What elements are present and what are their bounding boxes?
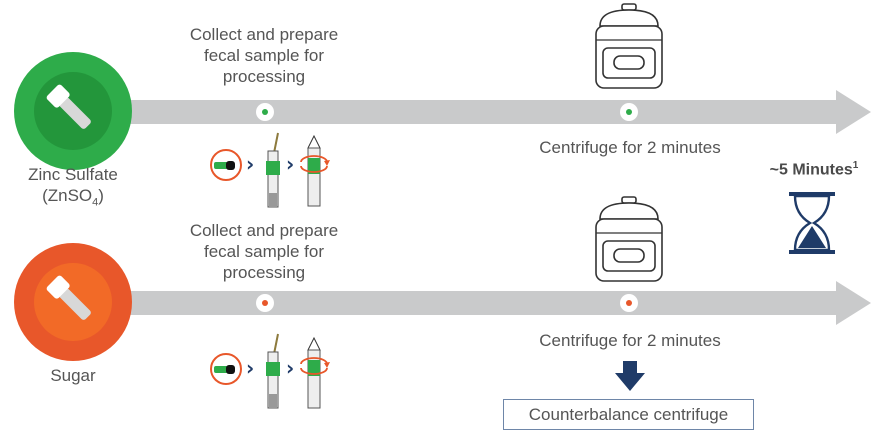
fecal-tube-icon [46, 275, 91, 320]
counterbalance-note-box: Counterbalance centrifuge [503, 399, 754, 430]
zinc-method-label: Zinc Sulfate (ZnSO4) [0, 164, 146, 213]
chevron-right-icon: › [286, 152, 295, 176]
chevron-right-icon: › [246, 356, 255, 380]
sugar-method-circle [14, 243, 132, 361]
duration-label: ~5 Minutes1 [769, 160, 859, 179]
arrow-down-icon [615, 361, 645, 391]
sugar-step1-label: Collect and prepare fecal sample for pro… [189, 221, 339, 282]
filter-tube-icon [266, 132, 280, 208]
zinc-method-name: Zinc Sulfate [28, 165, 118, 184]
sugar-method-name: Sugar [50, 366, 96, 385]
sugar-step2-label: Centrifuge for 2 minutes [539, 331, 721, 350]
mixing-tube-icon [300, 336, 330, 409]
zinc-step2-marker [620, 103, 638, 121]
centrifuge-icon [595, 196, 663, 282]
zinc-step2-label: Centrifuge for 2 minutes [539, 138, 721, 157]
filter-tube-icon [266, 333, 280, 409]
zinc-method-formula: (ZnSO4) [42, 186, 104, 209]
centrifuge-icon [595, 3, 663, 89]
zinc-step1-label: Collect and prepare fecal sample for pro… [189, 25, 339, 86]
sugar-step2-marker [620, 294, 638, 312]
mixing-tube-icon [300, 134, 330, 207]
sugar-step1-marker [256, 294, 274, 312]
hourglass-icon [789, 192, 835, 254]
zinc-method-circle [14, 52, 132, 170]
sample-collector-icon [210, 149, 242, 181]
chevron-right-icon: › [286, 356, 295, 380]
sample-collector-icon [210, 353, 242, 385]
zinc-step1-marker [256, 103, 274, 121]
chevron-right-icon: › [246, 152, 255, 176]
fecal-tube-icon [46, 84, 91, 129]
